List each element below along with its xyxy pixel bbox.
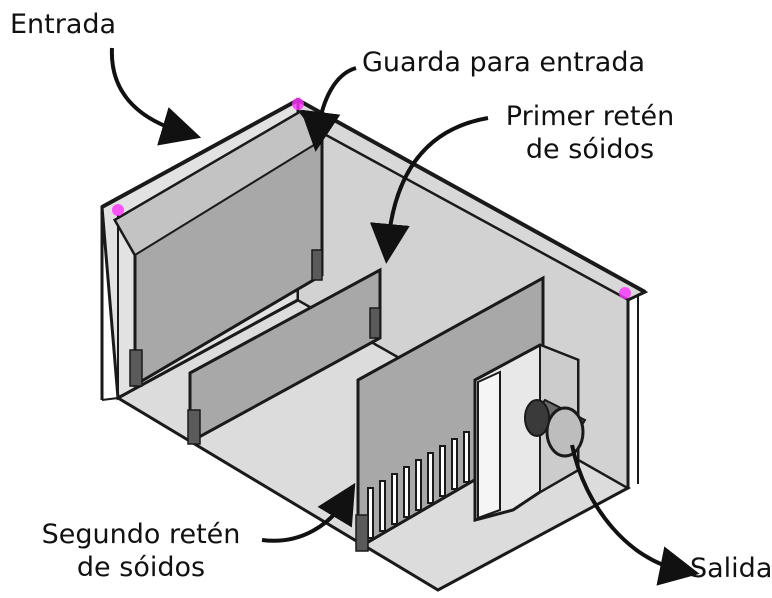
second-trap-arrow <box>261 482 356 543</box>
first-trap-label-line2: de sóidos <box>525 134 655 165</box>
second-trap-slots <box>367 431 470 539</box>
first-trap-arrow <box>369 116 489 264</box>
corner-markers <box>112 98 631 299</box>
second-trap-label-line2: de sóidos <box>76 552 206 583</box>
second-trap-label: Segundo retén de sóidos <box>36 518 246 584</box>
outlet-arrow <box>570 444 700 586</box>
first-trap-label-line1: Primer retén <box>505 101 675 132</box>
outlet-pipe <box>524 398 587 458</box>
inlet-label: Entrada <box>10 9 117 40</box>
outlet-label: Salida <box>690 553 772 584</box>
inlet-guard-label: Guarda para entrada <box>362 47 646 78</box>
first-trap-label: Primer retén de sóidos <box>500 100 680 166</box>
inlet-arrow <box>109 47 202 146</box>
inlet-guard-arrow <box>300 66 357 152</box>
second-trap-label-line1: Segundo retén <box>41 519 241 550</box>
